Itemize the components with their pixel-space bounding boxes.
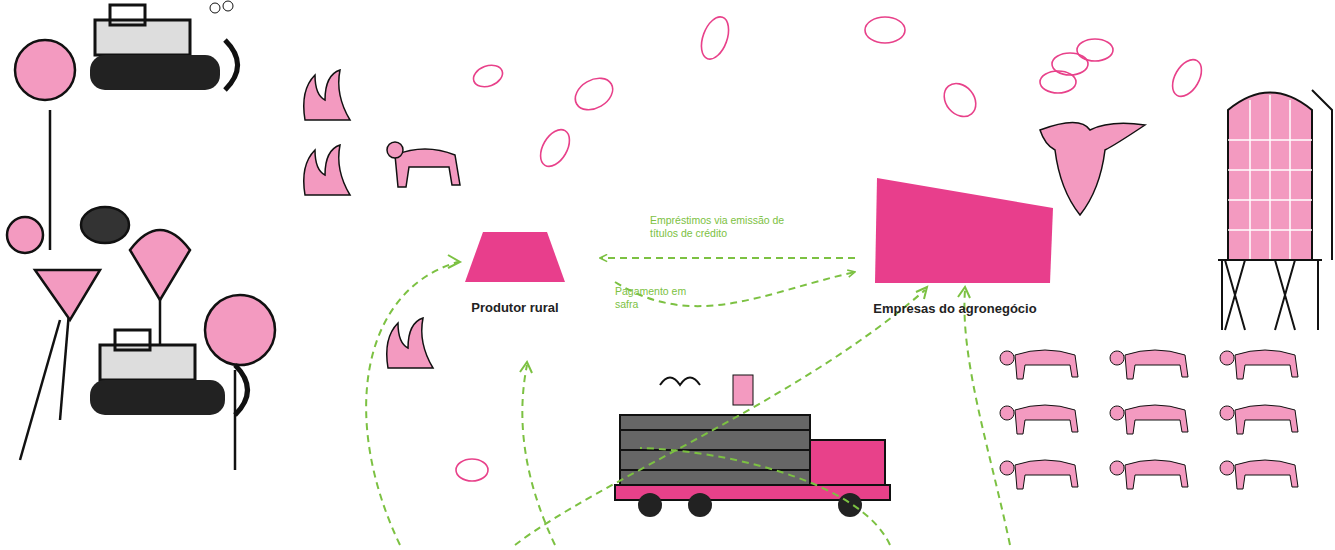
cow-icon bbox=[1110, 460, 1188, 489]
cow-icon bbox=[1000, 350, 1078, 379]
log-truck bbox=[615, 375, 890, 517]
dashed-arrow bbox=[600, 257, 855, 259]
cow-icon bbox=[1220, 350, 1298, 379]
fires bbox=[304, 70, 433, 368]
cow-icon bbox=[1220, 405, 1298, 434]
company-node: Empresas do agronegócio bbox=[850, 176, 1060, 316]
node-label: Empresas do agronegócio bbox=[850, 301, 1060, 316]
cattle-herd bbox=[1000, 350, 1298, 489]
bulldozers bbox=[90, 1, 248, 415]
trees bbox=[7, 40, 275, 470]
cow-icon bbox=[1000, 405, 1078, 434]
shape-fill bbox=[875, 178, 1053, 283]
node-shape bbox=[850, 176, 1060, 286]
cow bbox=[387, 142, 460, 187]
cow-icon bbox=[1110, 405, 1188, 434]
shape-fill bbox=[465, 232, 565, 282]
node-shape bbox=[455, 230, 575, 286]
node-label: Produtor rural bbox=[455, 300, 575, 315]
producer-node: Produtor rural bbox=[455, 230, 575, 315]
cow-head bbox=[1040, 123, 1145, 216]
cow-icon bbox=[1110, 350, 1188, 379]
edge-label: Pagamento em safra bbox=[615, 285, 695, 311]
cow-icon bbox=[1220, 460, 1298, 489]
silo bbox=[1218, 90, 1332, 330]
coins bbox=[456, 13, 1207, 481]
cow-icon bbox=[1000, 460, 1078, 489]
edge-label: Empréstimos via emissão de títulos de cr… bbox=[650, 214, 815, 240]
